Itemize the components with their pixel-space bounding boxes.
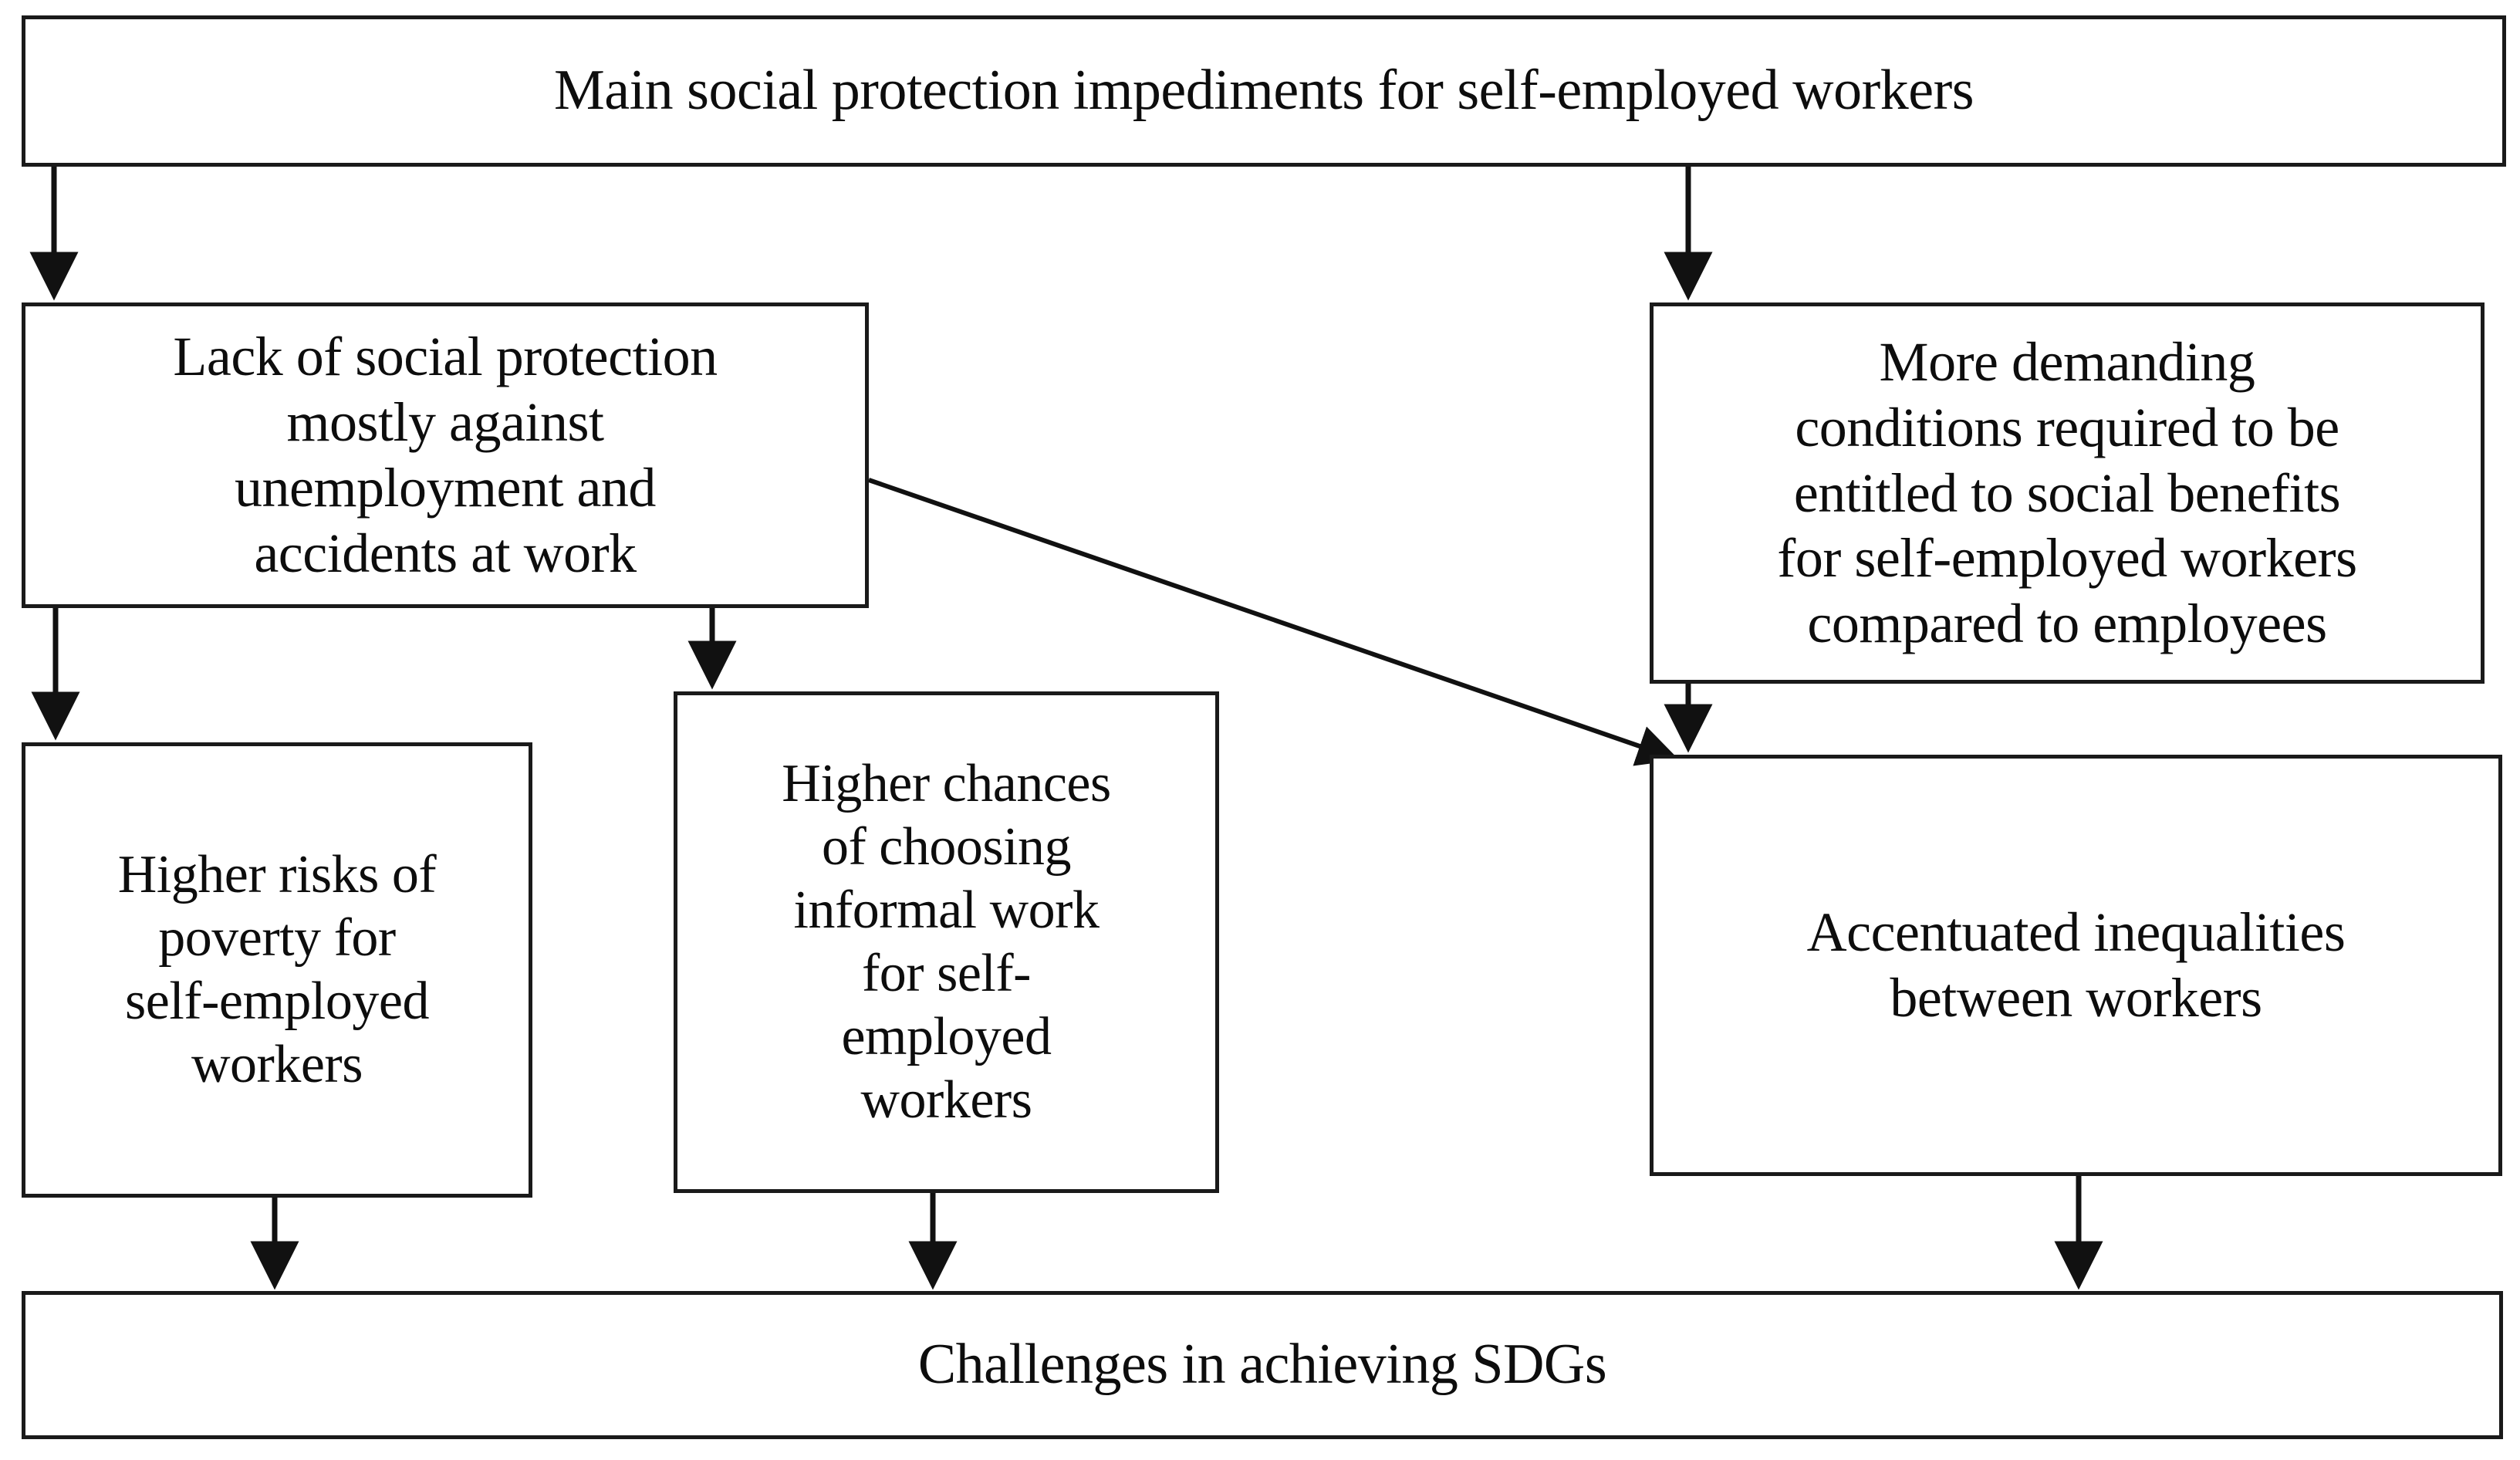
node-label: Challenges in achieving SDGs (917, 1333, 1607, 1397)
node-label: More demanding conditions required to be… (1777, 330, 2357, 655)
node-more-demanding-conditions[interactable]: More demanding conditions required to be… (1650, 302, 2485, 684)
node-label: Lack of social protection mostly against… (173, 326, 718, 584)
node-label: Higher risks of poverty for self-employe… (117, 845, 437, 1094)
node-main-impediments[interactable]: Main social protection impediments for s… (22, 15, 2506, 167)
node-higher-chances-informal-work[interactable]: Higher chances of choosing informal work… (674, 691, 1219, 1193)
node-accentuated-inequalities[interactable]: Accentuated inequalities between workers (1650, 755, 2502, 1176)
node-lack-of-social-protection[interactable]: Lack of social protection mostly against… (22, 302, 869, 608)
node-label: Higher chances of choosing informal work… (782, 754, 1111, 1130)
node-higher-risks-of-poverty[interactable]: Higher risks of poverty for self-employe… (22, 742, 532, 1198)
node-label: Main social protection impediments for s… (553, 59, 1974, 123)
node-label: Accentuated inequalities between workers (1806, 901, 2346, 1029)
node-challenges-achieving-sdgs[interactable]: Challenges in achieving SDGs (22, 1291, 2503, 1439)
